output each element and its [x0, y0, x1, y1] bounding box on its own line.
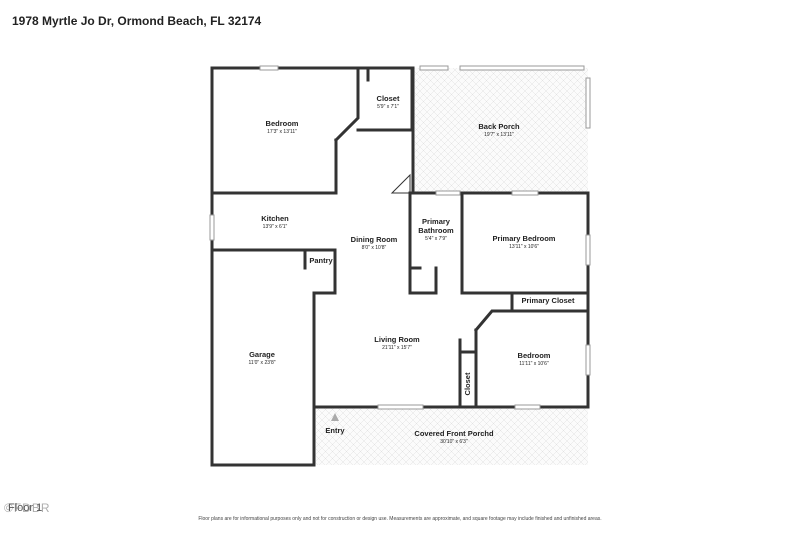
primary-closet-name: Primary Closet — [522, 296, 575, 305]
watermark: ©FDBR — [4, 501, 51, 515]
disclaimer: Floor plans are for informational purpos… — [198, 516, 602, 522]
living-name: Living Room — [374, 335, 420, 344]
walls — [210, 66, 590, 467]
closet1-dims: 5'9" x 7'1" — [377, 104, 399, 110]
closet2-name: Closet — [463, 372, 472, 395]
primary-bath-dims: 5'4" x 7'9" — [425, 236, 447, 242]
front-porch-dims: 30'10" x 6'3" — [440, 439, 468, 445]
back-porch-area — [413, 68, 588, 193]
front-porch-name: Covered Front Porchd — [414, 429, 494, 438]
entry-name: Entry — [325, 426, 345, 435]
primary-bedroom-name: Primary Bedroom — [493, 234, 556, 243]
property-address: 1978 Myrtle Jo Dr, Ormond Beach, FL 3217… — [12, 14, 262, 28]
bedroom2-dims: 11'11" x 10'6" — [519, 361, 549, 367]
entry-arrow-icon — [331, 413, 339, 421]
primary-bedroom-dims: 13'11" x 10'6" — [509, 244, 539, 250]
dining-name: Dining Room — [351, 235, 398, 244]
front-porch-area — [314, 407, 588, 465]
living-dims: 21'11" x 15'7" — [382, 345, 412, 351]
pantry-name: Pantry — [309, 256, 333, 265]
bedroom1-name: Bedroom — [266, 119, 299, 128]
garage-name: Garage — [249, 350, 275, 359]
primary-bath-name2: Bathroom — [418, 226, 454, 235]
kitchen-dims: 13'9" x 6'1" — [263, 224, 288, 230]
bedroom1-dims: 17'3" x 13'11" — [267, 129, 297, 135]
closet1-name: Closet — [377, 94, 400, 103]
back-porch-dims: 19'7" x 13'11" — [484, 132, 514, 138]
back-porch-name: Back Porch — [478, 122, 520, 131]
primary-bath-name1: Primary — [422, 217, 451, 226]
floor-label: Floor 1 — [8, 502, 43, 514]
kitchen-name: Kitchen — [261, 214, 289, 223]
windows — [209, 65, 591, 410]
dining-dims: 8'0" x 10'8" — [362, 245, 387, 251]
bedroom2-name: Bedroom — [518, 351, 551, 360]
garage-dims: 11'0" x 23'8" — [248, 360, 275, 366]
